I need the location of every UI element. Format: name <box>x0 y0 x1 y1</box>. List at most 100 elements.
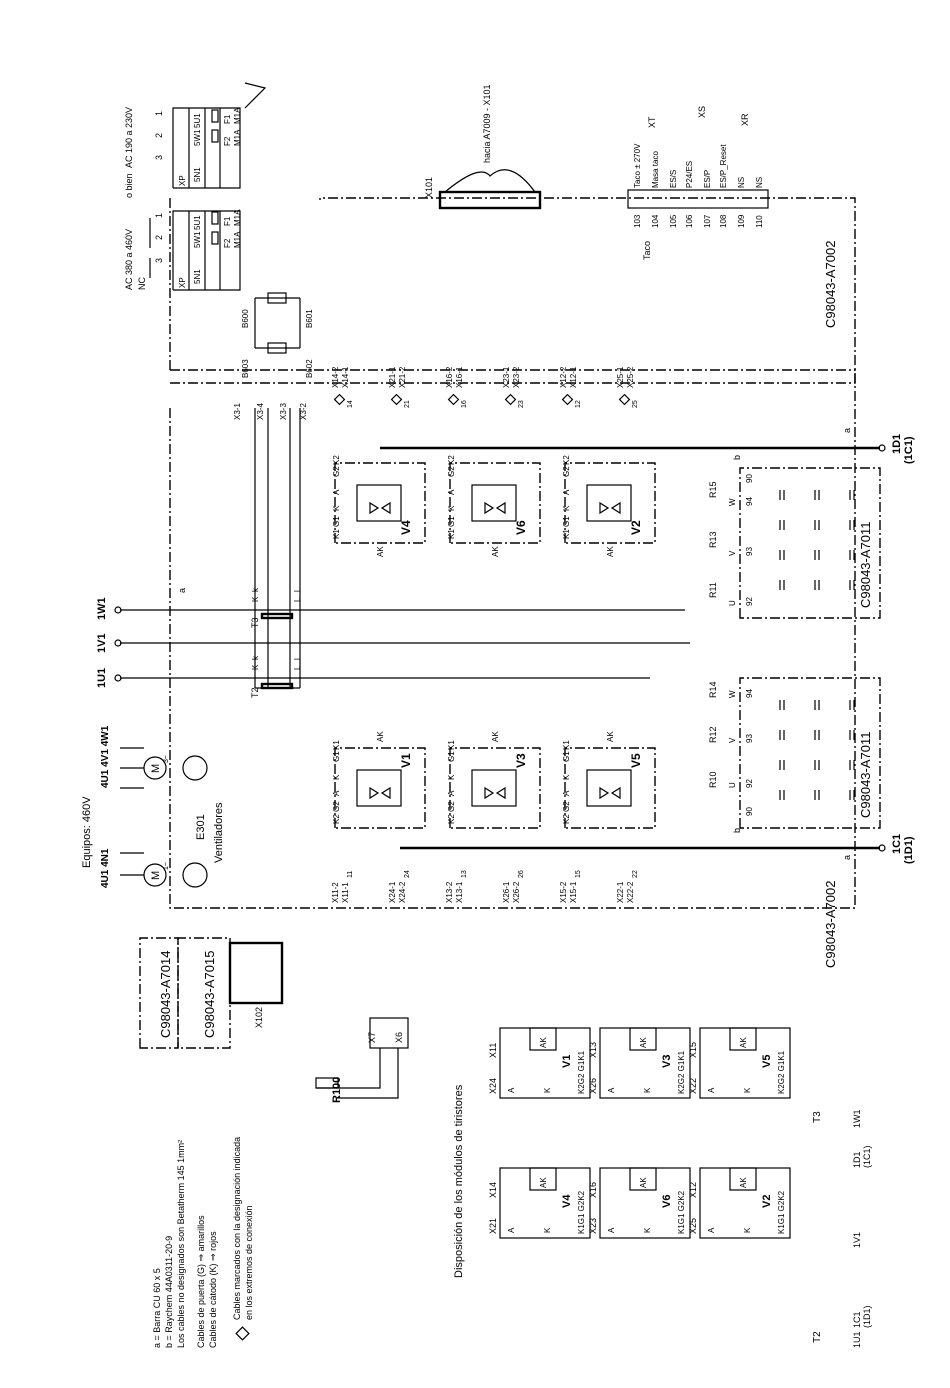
diamond-top-label-0: 14 <box>347 400 354 408</box>
layout-module-name: V4 <box>561 1194 573 1208</box>
diamond-top-1 <box>390 393 403 406</box>
terminal-xt: XT <box>647 116 657 128</box>
resistor-b601: B601 <box>305 309 314 328</box>
resistor-group-b: B600 B601 B603 B602 <box>241 292 314 378</box>
pin-g-a: G1 <box>447 751 456 762</box>
terminal-row-4-label: ES/P <box>703 170 712 188</box>
transformer-t2-l-lower: l <box>293 658 302 660</box>
module-core <box>586 769 632 807</box>
pin-k-b: K2 <box>332 814 341 824</box>
diamond-top-label-3: 23 <box>518 400 525 408</box>
resistor-b600: B600 <box>241 309 250 328</box>
note-marked-2: en los extremos de conexión <box>244 1205 254 1320</box>
thyristor-symbol-b <box>495 786 506 800</box>
board-outline-a7002: C98043-A7002 C98043-A7002 <box>169 197 856 968</box>
thyristor-symbol-a <box>484 786 495 800</box>
terminal-strips: XT XS XR Taco 103 Taco ± 270V 104 Masa t… <box>627 106 769 260</box>
snubber-board-lower: C98043-A7011 90 92 93 94 U V W R10 R12 R… <box>708 677 881 829</box>
gate-term-top-2-b: X16-1 <box>455 366 464 388</box>
note-b: b = Raychem 44A0311-20-9 <box>164 1236 174 1348</box>
layout-module-x2: X12 <box>688 1182 698 1198</box>
terminal-row-7-label: NS <box>755 177 764 188</box>
module-frame <box>334 462 426 544</box>
layout-t2: T2 <box>812 1331 823 1343</box>
note-cathode: Cables de cátodo (K) ⇒ rojos <box>208 1231 218 1348</box>
layout-module-pins: K2G2 G1K1 <box>777 1050 786 1094</box>
pin-k-b: K1 <box>332 529 341 539</box>
layout-module-name: V2 <box>761 1195 773 1208</box>
supply2-term-5n1: 5N1 <box>193 167 202 182</box>
connector-x7: X7 <box>367 1032 377 1043</box>
diamond-top-4 <box>561 393 574 406</box>
transformer-t2-l: L <box>293 665 302 670</box>
pin-g-a: G1 <box>332 751 341 762</box>
diamond-top-5 <box>618 393 631 406</box>
layout-module-a: A <box>507 1087 516 1093</box>
supply-ac-low: AC 190 a 230V <box>124 107 134 168</box>
diamond-bot-label-3: 26 <box>518 870 525 878</box>
diamond-bot-label-5: 22 <box>632 870 639 878</box>
pin-ak: AK <box>491 546 500 557</box>
gate-term-top-0-a: X14-2 <box>331 366 340 388</box>
pin-k-b: K2 <box>447 814 456 824</box>
snubber-upper-94: 94 <box>745 497 754 506</box>
layout-module-pins: K2G2 G1K1 <box>577 1050 586 1094</box>
terminal-taco-group: Taco <box>642 241 652 260</box>
board-label-a7002-top: C98043-A7002 <box>823 241 838 328</box>
left-boards: C98043-A7014 C98043-A7015 X102 X7 X6 R10… <box>139 937 409 1103</box>
resistor-r13: R13 <box>708 531 718 548</box>
layout-out-1v1: 1V1 <box>852 1232 862 1248</box>
layout-out-1w1: 1W1 <box>852 1109 862 1128</box>
layout-module-pins: K2G2 G1K1 <box>677 1050 686 1094</box>
layout-module-x1: X25 <box>688 1218 698 1234</box>
supply2-term-5u1: 5U1 <box>193 113 202 128</box>
fan-label: Ventiladores <box>213 802 225 863</box>
resistor-b603: B603 <box>241 359 250 378</box>
gate-term-bot-5-b: X22-2 <box>626 881 635 903</box>
layout-module-ak-box <box>529 1167 557 1191</box>
pin-g-a: G2 <box>562 466 571 477</box>
module-frame <box>449 462 541 544</box>
bus-b-label-right: b <box>732 455 742 460</box>
ct-x3-3: X3-3 <box>279 403 288 420</box>
thyristor-symbol-b <box>380 786 391 800</box>
snubber-upper-v: V <box>728 550 737 556</box>
phase-1w1: 1W1 <box>96 597 108 620</box>
fuse2-rating-f2: M1A <box>233 129 242 146</box>
thyristor-symbol-b <box>610 501 621 515</box>
gate-term-bot-4-b: X15-1 <box>569 881 578 903</box>
supply-ac-low-prefix: o bien <box>124 173 134 198</box>
supply-term-5w1: 5W1 <box>193 231 202 248</box>
pin-mid-b: A <box>562 790 571 796</box>
gate-term-top-3-b: X23-2 <box>512 366 521 388</box>
diamond-bot-label-0: 11 <box>347 871 354 878</box>
note-marked-1: Cables marcados con la designación indic… <box>232 1137 242 1320</box>
supply-xp-label: XP <box>178 277 187 288</box>
pin-g-a: G1 <box>562 751 571 762</box>
dc-buses: 1D1 (1C1) 1C1 (1D1) a a b b <box>380 428 915 864</box>
bus-a-label-right: a <box>842 428 852 433</box>
gate-term-bot-0-a: X11-2 <box>331 882 340 903</box>
note-a: a = Barra CU 60 x 5 <box>152 1268 162 1348</box>
layout-module-x1: X21 <box>488 1218 498 1234</box>
terminal-row-7-num: 110 <box>755 215 764 228</box>
module-core <box>356 484 402 522</box>
transformer-t2-k: K <box>251 664 260 670</box>
pin-ak: AK <box>606 731 615 742</box>
terminal-row-0-label: Taco ± 270V <box>633 143 642 188</box>
board-label-a7011-upper: C98043-A7011 <box>858 522 873 609</box>
pin-k-a: K2 <box>447 455 456 465</box>
pin-k-a: K1 <box>562 740 571 750</box>
module-name: V6 <box>514 520 528 535</box>
layout-title: Disposición de los módulos de tiristores <box>453 1084 465 1278</box>
resistor-r14: R14 <box>708 681 718 698</box>
module-name: V1 <box>399 753 413 768</box>
fuse-f1: F1 <box>223 216 232 226</box>
pin-k-a: K2 <box>332 455 341 465</box>
fan-motor-three-phase: 3~ <box>163 755 170 763</box>
transformer-t3-l: L <box>293 597 302 602</box>
module-core <box>471 484 517 522</box>
layout-module-ak-box <box>529 1027 557 1051</box>
